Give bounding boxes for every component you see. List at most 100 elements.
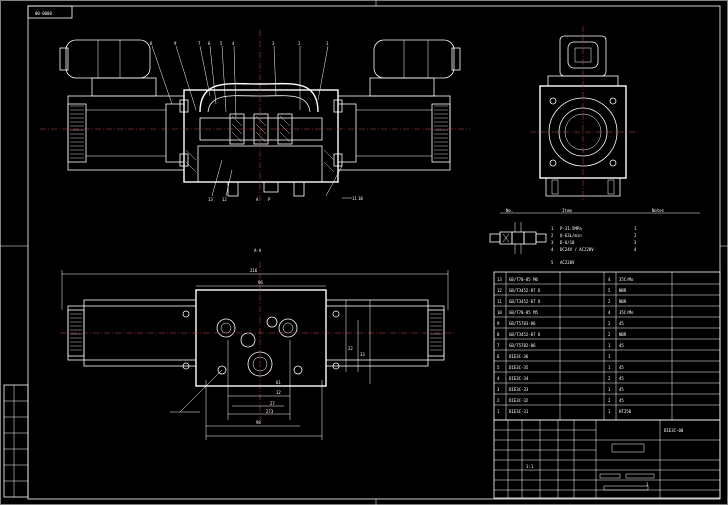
bom-row-5-mat: 45 — [619, 365, 624, 370]
bom-row-10-no: 10 — [497, 310, 502, 315]
tech-row-1-note: 1 — [634, 226, 637, 231]
bom-row-10-mat: 35CrMo — [619, 310, 634, 315]
bom-row-10-qty: 4 — [608, 310, 611, 315]
bom-row-11-code: GB/T3452-87 O — [509, 299, 541, 304]
tech-row-1-no: 1 — [551, 226, 554, 231]
stamp-box — [27, 5, 73, 19]
bom-row-3-mat: 45 — [619, 387, 624, 392]
bom-row-3-qty: 1 — [608, 387, 611, 392]
title-sheet: 1 — [646, 482, 649, 487]
tech-row-2-item: Q-63L/min — [560, 233, 582, 238]
callout-13: 13 — [208, 197, 213, 202]
plan-view: A-A 216 96 — [60, 248, 456, 440]
bom-row-2-mat: 45 — [619, 398, 624, 403]
callout-6: 6 — [208, 41, 211, 46]
tech-row-2-note: 2 — [634, 233, 637, 238]
callout-12: 12 — [222, 197, 227, 202]
bom-row-2-no: 2 — [497, 398, 500, 403]
view-label: A-A — [254, 248, 262, 253]
dim-d5: 98 — [256, 420, 261, 425]
dim-body: 96 — [258, 280, 263, 285]
bom-row-4-mat: 45 — [619, 376, 624, 381]
bom-row-12-mat: NBR — [619, 288, 627, 293]
bom-row-6-code: DIE3C-36 — [509, 354, 529, 359]
tech-row-5-no: 5 — [551, 260, 554, 265]
port-p-top: P — [268, 197, 271, 202]
bom-row-8-qty: 2 — [608, 332, 611, 337]
bom-row-1-mat: HT250 — [619, 409, 632, 414]
left-solenoid — [67, 95, 185, 171]
callout-1: 1 — [326, 41, 329, 46]
bom-row-1-code: DIE3C-31 — [509, 409, 529, 414]
bom-row-5-code: DIE3C-35 — [509, 365, 529, 370]
bom-row-1-qty: 1 — [608, 409, 611, 414]
tech-header-no: No. — [506, 208, 513, 213]
tech-header-notes: Notes — [652, 208, 665, 213]
stamp-text: 00-0000 — [35, 11, 52, 16]
side-view — [530, 26, 638, 200]
bom-row-12-no: 12 — [497, 288, 502, 293]
dim-overall: 216 — [250, 268, 258, 273]
dim-d7: 27 — [270, 401, 275, 406]
bom-row-3-no: 3 — [497, 387, 500, 392]
callout-9: 9 — [174, 41, 177, 46]
right-connector — [373, 39, 455, 79]
bom-row-13-mat: 35CrMo — [619, 277, 634, 282]
dim-d4: 273 — [266, 409, 274, 414]
dim-d1: 33 — [360, 352, 365, 357]
bom-row-2-qty: 2 — [608, 398, 611, 403]
bom-row-8-mat: NBR — [619, 332, 627, 337]
tech-header-item: Item — [562, 208, 572, 213]
bom-row-6-no: 6 — [497, 354, 500, 359]
dim-d3: 61 — [276, 380, 281, 385]
tech-row-3-no: 3 — [551, 240, 554, 245]
dim-d2: 22 — [348, 346, 353, 351]
bom-row-4-code: DIE3C-34 — [509, 376, 529, 381]
callout-2: 2 — [298, 41, 301, 46]
front-section-view: 8 9 7 6 5 4 3 2 1 13 12 11 10 A P — [40, 30, 470, 206]
bom-row-1-no: 1 — [497, 409, 500, 414]
bom-row-4-qty: 2 — [608, 376, 611, 381]
callout-5: 5 — [220, 41, 223, 46]
tech-row-4-item: DC24V / AC220V — [560, 247, 594, 252]
tech-row-5-item: AC220V — [560, 260, 575, 265]
bom-row-9-mat: 45 — [619, 321, 624, 326]
tech-row-3-item: D-6/10 — [560, 240, 575, 245]
bom-row-11-no: 11 — [497, 299, 502, 304]
title-block: DIE3C-00 1:1 1 — [493, 419, 721, 499]
tech-row-4-note: 4 — [634, 247, 637, 252]
bom-row-13-qty: 4 — [608, 277, 611, 282]
right-solenoid — [337, 95, 451, 171]
plan-body — [195, 289, 327, 387]
tech-row-1-item: P-31.5MPa — [560, 226, 582, 231]
callout-7: 7 — [198, 41, 201, 46]
valve-body — [183, 89, 339, 183]
bom-row-13-no: 13 — [497, 277, 502, 282]
bom-row-7-no: 7 — [497, 343, 500, 348]
title-scale: 1:1 — [526, 464, 534, 469]
callout-10: 10 — [358, 196, 363, 201]
callout-8: 8 — [150, 41, 153, 46]
bom-row-5-no: 5 — [497, 365, 500, 370]
left-connector — [65, 39, 151, 79]
bom-row-8-no: 8 — [497, 332, 500, 337]
bom-row-9-no: 9 — [497, 321, 500, 326]
title-drawing-no: DIE3C-00 — [664, 428, 684, 433]
bom-row-7-qty: 1 — [608, 343, 611, 348]
bom-row-3-code: DIE3C-33 — [509, 387, 529, 392]
bom-row-5-qty: 1 — [608, 365, 611, 370]
callout-3: 3 — [272, 41, 275, 46]
tech-row-3-note: 3 — [634, 240, 637, 245]
frame-border — [27, 5, 721, 500]
bom-row-7-code: GB/T5782-86 — [509, 343, 536, 348]
bom-row-2-code: DIE3C-32 — [509, 398, 529, 403]
tech-row-2-no: 2 — [551, 233, 554, 238]
dim-d6: 12 — [276, 390, 281, 395]
bom-row-10-code: GB/T70-85 M5 — [509, 310, 538, 315]
bom-row-11-mat: NBR — [619, 299, 627, 304]
bom-row-9-code: GB/T5783-86 — [509, 321, 536, 326]
bom-row-7-mat: 45 — [619, 343, 624, 348]
bom-row-12-qty: 5 — [608, 288, 611, 293]
